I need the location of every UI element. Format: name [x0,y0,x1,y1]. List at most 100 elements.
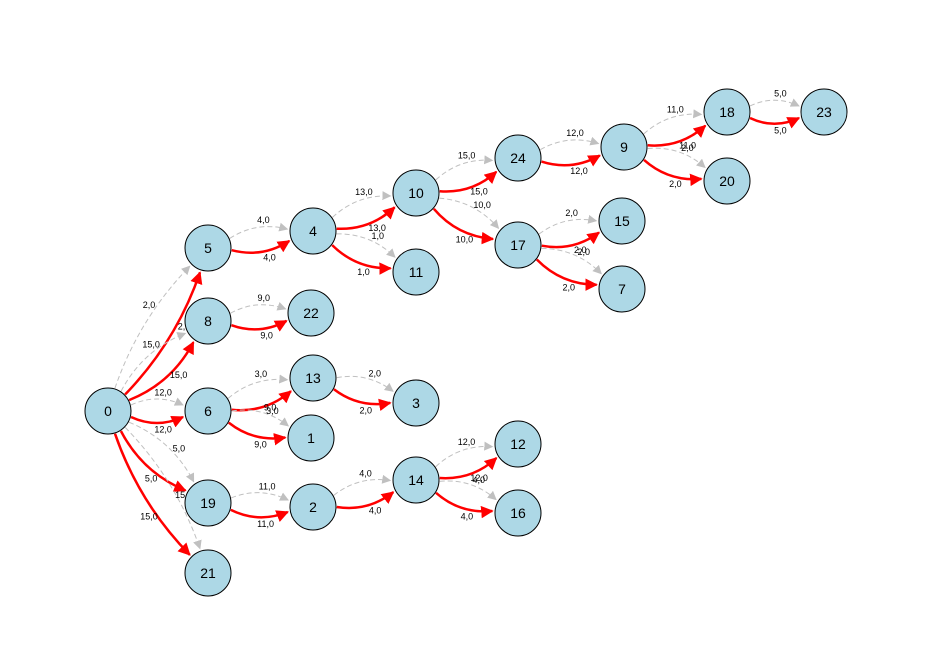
edge-flow-label-9-20: 2,0 [669,179,682,189]
edge-flow-24-9 [541,154,601,167]
node-circle-4 [289,207,337,255]
node-label-5: 5 [204,240,212,256]
node-circle-20 [703,157,751,205]
edge-capacity-0-6 [130,397,184,406]
edge-capacity-label-2-14: 4,0 [359,469,372,479]
edge-flow-0-6 [130,415,185,428]
edge-flow-label-19-2: 11,0 [257,519,274,529]
edge-flow-label-6-13: 3,0 [266,406,279,416]
node-label-14: 14 [408,472,424,488]
node-14: 14 [392,456,440,504]
edge-capacity-label-4-10: 13,0 [355,187,373,197]
node-3: 3 [392,379,440,427]
edge-flow-9-20 [643,158,703,187]
node-circle-17 [494,221,542,269]
edge-flow-2-14 [336,491,395,510]
node-circle-3 [392,379,440,427]
edge-flow-label-18-23: 5,0 [774,126,787,136]
node-circle-12 [494,420,542,468]
edge-capacity-label-0-5: 2,0 [143,300,156,310]
node-circle-7 [598,265,646,313]
edge-capacity-label-17-15: 2,0 [565,208,578,218]
node-label-20: 20 [719,173,735,189]
edge-capacity-label-0-8: 15,0 [142,340,160,350]
edge-capacity-0-19 [128,421,195,483]
edge-capacity-17-7 [541,247,602,275]
edge-capacity-label-0-6: 12,0 [154,387,172,397]
edge-capacity-0-8 [120,332,187,392]
node-7: 7 [598,265,646,313]
node-20: 20 [703,157,751,205]
edge-capacity-18-23 [749,98,800,107]
edge-flow-8-22 [230,319,288,332]
node-label-16: 16 [510,505,526,521]
node-label-0: 0 [104,403,112,419]
node-9: 9 [600,123,648,171]
node-6: 6 [184,387,232,435]
edge-capacity-5-4 [229,222,289,239]
node-2: 2 [289,483,337,531]
node-12: 12 [494,420,542,468]
edge-capacity-label-5-4: 4,0 [257,215,270,225]
node-circle-5 [184,224,232,272]
node-label-19: 19 [200,495,216,511]
node-23: 23 [800,88,848,136]
edge-capacity-6-13 [227,374,289,399]
node-22: 22 [287,289,335,337]
edge-capacity-8-22 [230,302,287,314]
edge-capacity-label-6-13: 3,0 [255,369,268,379]
edge-flow-0-8 [128,341,195,402]
edge-flow-label-0-19: 5,0 [145,474,158,484]
edge-flow-label-17-15: 2,0 [574,245,587,255]
edge-capacity-4-10 [332,191,392,218]
node-label-23: 23 [816,104,832,120]
node-19: 19 [184,479,232,527]
node-circle-16 [494,489,542,537]
edge-capacity-label-9-18: 11,0 [667,104,684,114]
node-circle-9 [600,123,648,171]
node-13: 13 [289,354,337,402]
edge-capacity-label-14-12: 12,0 [458,437,476,447]
edge-capacity-9-20 [647,147,706,169]
node-label-15: 15 [614,213,630,229]
edge-flow-label-0-8: 15,0 [170,370,188,380]
edge-flow-9-18 [647,124,707,147]
edge-flow-label-4-10: 13,0 [368,223,386,233]
edge-flow-4-10 [336,206,396,231]
edge-capacity-label-4-11: 1,0 [371,231,384,241]
node-circle-24 [494,134,542,182]
node-label-7: 7 [618,281,626,297]
node-4: 4 [289,207,337,255]
edge-flow-4-11 [331,244,392,275]
node-label-4: 4 [309,223,317,239]
node-label-6: 6 [204,403,212,419]
edge-capacity-label-19-2: 11,0 [259,481,276,491]
node-11: 11 [392,248,440,296]
edge-capacity-label-0-19: 5,0 [173,443,186,453]
edge-capacity-label-8-22: 9,0 [257,293,270,303]
node-18: 18 [703,88,751,136]
edge-capacity-9-18 [643,109,703,135]
node-5: 5 [184,224,232,272]
node-label-18: 18 [719,104,735,120]
edge-flow-0-21 [113,433,191,556]
edge-capacity-0-5 [114,265,191,389]
node-circle-15 [598,197,646,245]
node-label-17: 17 [510,237,526,253]
edge-flow-6-1 [227,421,287,446]
edge-flow-17-15 [541,231,601,249]
edge-capacity-6-1 [231,409,290,427]
edge-flow-label-10-24: 15,0 [470,187,488,197]
edge-flow-label-6-1: 9,0 [254,439,267,449]
node-21: 21 [184,549,232,597]
node-label-22: 22 [303,305,319,321]
edge-capacity-24-9 [540,136,600,151]
edge-capacity-label-10-17: 10,0 [473,200,491,210]
node-circle-1 [287,414,335,462]
edge-flow-label-10-17: 10,0 [456,235,474,245]
edge-flow-17-7 [535,258,598,291]
edge-capacity-13-3 [336,375,394,392]
